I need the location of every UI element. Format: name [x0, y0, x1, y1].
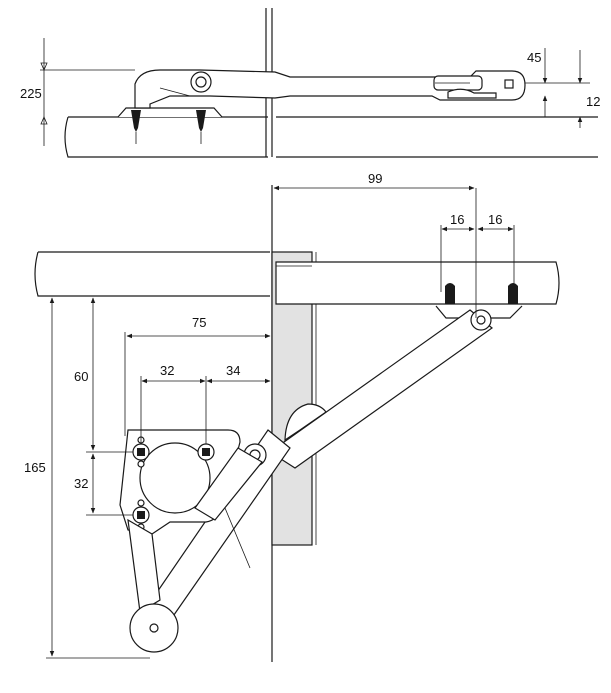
dim-34-label: 34 — [226, 363, 240, 378]
lid-panel — [275, 261, 560, 305]
top-right-panel — [276, 116, 598, 158]
dim-16-right-label: 16 — [488, 212, 502, 227]
top-mounting-base — [117, 107, 223, 118]
top-dim-12-label: 12 — [586, 94, 600, 109]
mount-hole-top-right — [197, 443, 215, 461]
top-dim-45-label: 45 — [527, 50, 541, 65]
dim-32-horizontal-label: 32 — [160, 363, 174, 378]
main-view: 99 16 16 75 32 34 60 32 165 — [24, 171, 560, 662]
left-shelf — [34, 251, 270, 297]
short-link-arm — [127, 518, 161, 613]
dim-32-vertical-label: 32 — [74, 476, 88, 491]
lid-screw-left — [445, 283, 455, 304]
door-bracket — [284, 403, 327, 442]
base-hub — [139, 442, 211, 514]
top-dim-225-label: 225 — [20, 86, 42, 101]
bottom-roller-pin — [149, 623, 159, 633]
spring-arm — [194, 447, 263, 521]
dim-165-label: 165 — [24, 460, 46, 475]
spring-curve — [224, 507, 251, 569]
dim-75-label: 75 — [192, 315, 206, 330]
top-screw-left — [131, 110, 141, 132]
dim-60-label: 60 — [74, 369, 88, 384]
top-left-panel — [64, 116, 268, 158]
top-screw-right — [196, 110, 206, 132]
top-view: 225 45 12 — [20, 8, 600, 158]
top-pivot-inner — [195, 76, 207, 88]
top-hinge-arm — [134, 69, 526, 109]
lid-screw-right — [508, 283, 518, 304]
top-square-pin — [504, 79, 514, 89]
dim-99-label: 99 — [368, 171, 382, 186]
top-clip — [447, 88, 497, 99]
lid-pivot-inner — [476, 315, 486, 325]
dim-16-left-label: 16 — [450, 212, 464, 227]
